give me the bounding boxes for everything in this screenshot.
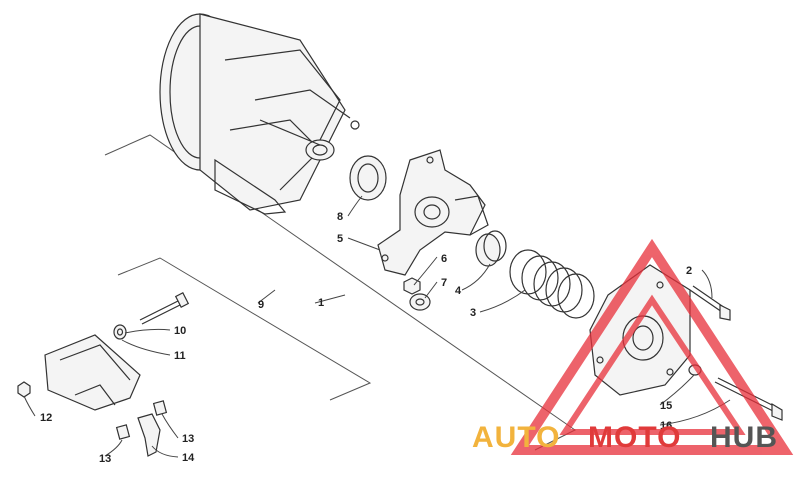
part-8-washer — [349, 155, 387, 201]
assembly-frame-1 — [104, 134, 576, 451]
callout-12: 12 — [40, 412, 52, 424]
part-4-bushing — [475, 230, 507, 267]
part-11-washer — [113, 324, 127, 340]
callout-14: 14 — [182, 452, 195, 464]
part-5-bracket — [377, 149, 489, 276]
watermark-logo — [510, 238, 794, 455]
part-9-bracket — [44, 334, 141, 411]
part-3-spring — [509, 249, 595, 319]
callout-8: 8 — [337, 211, 343, 223]
callout-6: 6 — [441, 253, 447, 265]
watermark-word-auto: AUTO — [472, 421, 560, 454]
assembly-frame-9 — [117, 257, 372, 401]
callout-11: 11 — [174, 350, 186, 362]
callout-3: 3 — [470, 307, 476, 319]
part-7-washer — [409, 293, 431, 311]
watermark-word-moto: MOTO — [588, 421, 681, 454]
leader-lines — [23, 195, 731, 458]
callout-7: 7 — [441, 277, 447, 289]
callout-2: 2 — [686, 265, 692, 277]
callout-5: 5 — [337, 233, 343, 245]
part-13-plate-b — [152, 400, 168, 416]
callout-15: 15 — [660, 400, 672, 412]
part-14-cam-arm — [137, 413, 161, 457]
callout-10: 10 — [174, 325, 186, 337]
clutch-drum — [159, 13, 360, 215]
callout-1: 1 — [318, 297, 324, 309]
part-13-plate-a — [115, 424, 131, 440]
callout-4: 4 — [455, 285, 462, 297]
watermark-word-hub: HUB — [710, 421, 778, 454]
callout-13-lower: 13 — [99, 453, 111, 465]
part-12-nut — [17, 381, 31, 398]
callout-9: 9 — [258, 299, 264, 311]
part-10-bolt — [139, 292, 190, 325]
callout-13-upper: 13 — [182, 433, 194, 445]
part-2-bolt — [689, 285, 731, 321]
